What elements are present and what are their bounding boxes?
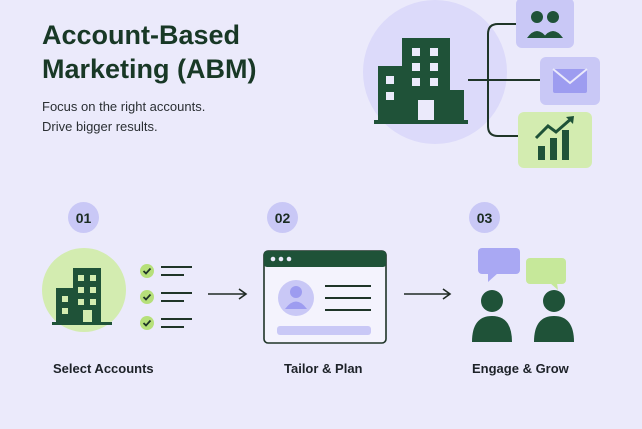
connector-lines xyxy=(468,23,540,137)
chat-bubble-icon xyxy=(478,248,520,282)
title-line-1: Account-Based xyxy=(42,20,241,50)
browser-profile-icon xyxy=(263,250,387,344)
subtitle: Focus on the right accounts. Drive bigge… xyxy=(42,97,262,137)
person-icon xyxy=(534,290,574,342)
building-icon xyxy=(374,38,468,124)
checklist-icon xyxy=(140,264,192,330)
building-icon xyxy=(52,268,112,325)
arrow-right-icon xyxy=(403,286,453,302)
step-1-label: Select Accounts xyxy=(53,361,154,376)
subtitle-line-2: Drive bigger results. xyxy=(42,119,158,134)
step-3-badge: 03 xyxy=(469,202,500,233)
step-1-badge: 01 xyxy=(68,202,99,233)
mail-icon xyxy=(540,57,600,105)
person-icon xyxy=(472,290,512,342)
hero-illustration xyxy=(350,0,642,175)
subtitle-line-1: Focus on the right accounts. xyxy=(42,99,206,114)
step-2-badge: 02 xyxy=(267,202,298,233)
step-3-graphic xyxy=(468,246,580,346)
page-title: Account-Based Marketing (ABM) xyxy=(42,18,302,86)
users-icon xyxy=(516,0,574,48)
chat-bubble-icon xyxy=(526,258,566,290)
step-3-label: Engage & Grow xyxy=(472,361,569,376)
title-line-2: Marketing (ABM) xyxy=(42,54,257,84)
step-1-graphic xyxy=(40,248,200,333)
arrow-right-icon xyxy=(207,286,249,302)
growth-chart-icon xyxy=(518,112,592,168)
step-2-label: Tailor & Plan xyxy=(284,361,363,376)
step-2-graphic xyxy=(263,250,389,346)
